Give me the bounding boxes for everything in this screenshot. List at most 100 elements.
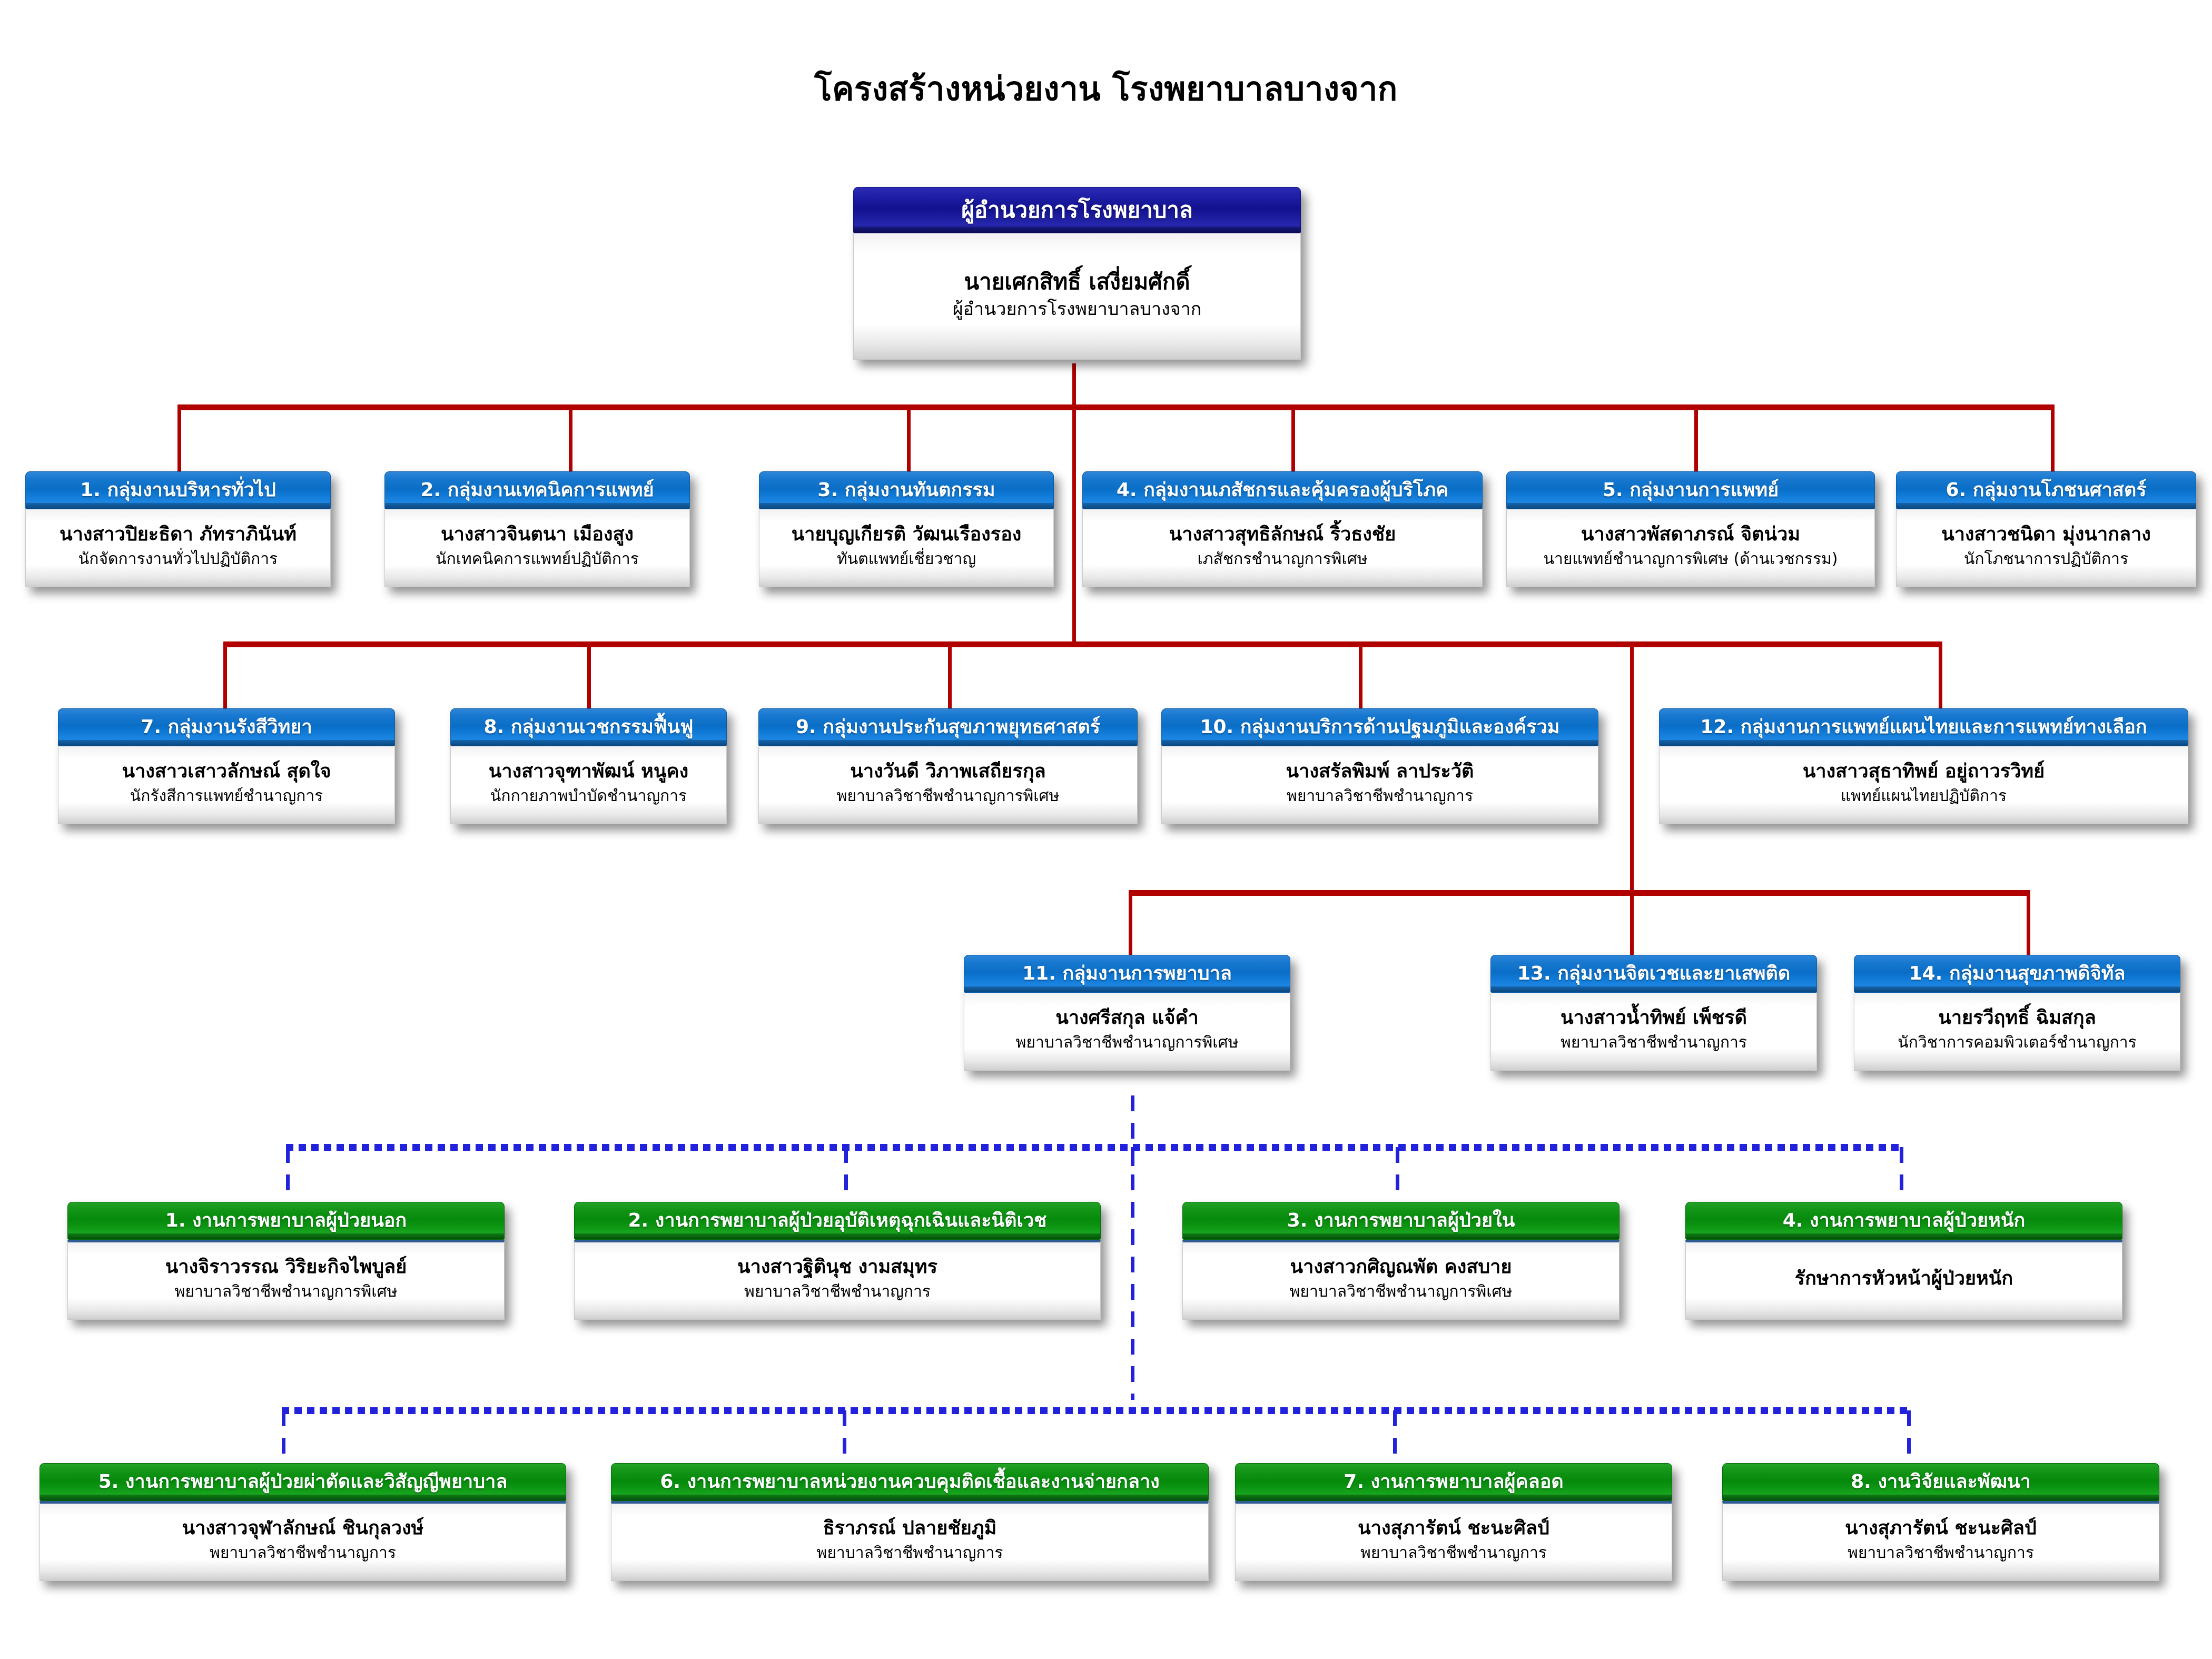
node-nursing-7[interactable]: 7. งานการพยาบาลผู้คลอด นางสุภารัตน์ ชะนะ… [1235,1463,1672,1581]
node-department-1-body: นางสาวปิยะธิดา ภัทราภินันท์ นักจัดการงาน… [25,509,331,587]
connector-drop-nursing-1 [286,1147,290,1221]
node-nursing-6-body: ธิราภรณ์ ปลายชัยภูมิ พยาบาลวิชาชีพชำนาญก… [611,1501,1209,1581]
node-department-12-header: 12. กลุ่มงานการแพทย์แผนไทยและการแพทย์ทาง… [1659,708,2188,746]
node-department-3-name: นายบุญเกียรติ วัฒนเรืองรอง [791,523,1022,545]
connector-drop-dept-3 [907,408,911,471]
node-department-8-position: นักกายภาพบำบัดชำนาญการ [490,786,687,805]
node-department-9-name: นางวันดี วิภาพเสถียรกุล [850,760,1046,782]
node-department-10-header: 10. กลุ่มงานบริการด้านปฐมภูมิและองค์รวม [1161,708,1598,746]
node-nursing-4-header: 4. งานการพยาบาลผู้ป่วยหนัก [1685,1202,2122,1240]
node-nursing-8-position: พยาบาลวิชาชีพชำนาญการ [1848,1544,2034,1563]
node-department-2[interactable]: 2. กลุ่มงานเทคนิคการแพทย์ นางสาวจินตนา เ… [384,471,690,587]
node-director[interactable]: ผู้อำนวยการโรงพยาบาล นายเศกสิทธิ์ เสงี่ย… [853,187,1301,360]
node-nursing-8-header: 8. งานวิจัยและพัฒนา [1722,1463,2159,1501]
node-department-3-header: 3. กลุ่มงานทันตกรรม [759,471,1054,509]
connector-drop-nursing-7 [1393,1410,1397,1482]
node-department-8-body: นางสาวจุฑาพัฒน์ หนูคง นักกายภาพบำบัดชำนา… [450,746,727,824]
node-department-3-body: นายบุญเกียรติ วัฒนเรืองรอง ทันตแพทย์เชี่… [759,509,1054,587]
node-department-2-name: นางสาวจินตนา เมืองสูง [440,523,634,545]
node-department-5[interactable]: 5. กลุ่มงานการแพทย์ นางสาวพัสดาภรณ์ จิตน… [1506,471,1875,587]
node-department-14-header: 14. กลุ่มงานสุขภาพดิจิทัล [1854,955,2180,993]
node-department-4-body: นางสาวสุทธิลักษณ์ ริ้วธงชัย เภสัชกรชำนาญ… [1082,509,1483,587]
connector-drop-dept-14 [2027,894,2030,955]
node-nursing-1-header: 1. งานการพยาบาลผู้ป่วยนอก [67,1202,505,1240]
connector-drop-dept-2 [569,408,572,471]
node-department-13-name: นางสาวน้ำทิพย์ เพ็ชรดี [1561,1006,1747,1029]
node-department-3[interactable]: 3. กลุ่มงานทันตกรรม นายบุญเกียรติ วัฒนเร… [759,471,1054,587]
connector-drop-dept-6 [2051,408,2055,471]
node-department-10-body: นางสรัลพิมพ์ ลาประวัติ พยาบาลวิชาชีพชำนา… [1161,746,1598,824]
node-department-5-body: นางสาวพัสดาภรณ์ จิตน่วม นายแพทย์ชำนาญการ… [1506,509,1875,587]
node-department-6[interactable]: 6. กลุ่มงานโภชนศาสตร์ นางสาวชนิดา มุ่งนา… [1896,471,2196,587]
node-department-14-position: นักวิชาการคอมพิวเตอร์ชำนาญการ [1898,1033,2137,1052]
node-department-9[interactable]: 9. กลุ่มงานประกันสุขภาพยุทธศาสตร์ นางวัน… [758,708,1138,824]
connector-bus-row1 [177,404,2055,410]
connector-drop-dept-5 [1694,408,1698,471]
node-department-7-name: นางสาวเสาวลักษณ์ สุดใจ [122,760,331,782]
node-department-4-position: เภสัชกรชำนาญการพิเศษ [1197,549,1368,568]
node-nursing-7-position: พยาบาลวิชาชีพชำนาญการ [1360,1544,1547,1563]
node-nursing-6[interactable]: 6. งานการพยาบาลหน่วยงานควบคุมติดเชื้อและ… [611,1463,1209,1581]
node-department-1-position: นักจัดการงานทั่วไปปฏิบัติการ [78,549,278,568]
node-department-7-header: 7. กลุ่มงานรังสีวิทยา [58,708,395,746]
connector-drop-nursing-5 [282,1410,285,1482]
node-department-12-name: นางสาวสุธาทิพย์ อยู่ถาวรวิทย์ [1802,760,2045,782]
node-department-10-position: พยาบาลวิชาชีพชำนาญการ [1287,786,1473,805]
node-department-2-header: 2. กลุ่มงานเทคนิคการแพทย์ [384,471,690,509]
node-department-6-body: นางสาวชนิดา มุ่งนากลาง นักโภชนาการปฏิบัต… [1896,509,2196,587]
node-department-9-position: พยาบาลวิชาชีพชำนาญการพิเศษ [836,786,1060,805]
connector-drop-dept-4 [1291,408,1295,471]
node-department-7-body: นางสาวเสาวลักษณ์ สุดใจ นักรังสีการแพทย์ช… [58,746,395,824]
node-department-13[interactable]: 13. กลุ่มงานจิตเวชและยาเสพติด นางสาวน้ำท… [1490,955,1817,1071]
node-department-11-position: พยาบาลวิชาชีพชำนาญการพิเศษ [1015,1033,1239,1052]
node-department-14-name: นายรวีฤทธิ์ ฉิมสกุล [1938,1006,2096,1029]
node-nursing-4-name: รักษาการหัวหน้าผู้ป่วยหนัก [1794,1267,2013,1289]
node-department-4-name: นางสาวสุทธิลักษณ์ ริ้วธงชัย [1169,523,1396,545]
node-department-1-header: 1. กลุ่มงานบริหารทั่วไป [25,471,331,509]
node-department-5-name: นางสาวพัสดาภรณ์ จิตน่วม [1581,523,1801,545]
node-nursing-2[interactable]: 2. งานการพยาบาลผู้ป่วยอุบัติเหตุฉุกเฉินแ… [574,1202,1101,1320]
connector-drop-dept-10 [1359,645,1362,708]
node-department-11-body: นางศรีสกุล แจ้คำ พยาบาลวิชาชีพชำนาญการพิ… [964,993,1290,1071]
node-department-10-name: นางสรัลพิมพ์ ลาประวัติ [1286,760,1474,782]
node-department-11[interactable]: 11. กลุ่มงานการพยาบาล นางศรีสกุล แจ้คำ พ… [964,955,1290,1071]
connector-bus-nursing-row1 [286,1144,1903,1151]
node-nursing-5[interactable]: 5. งานการพยาบาลผู้ป่วยผ่าตัดและวิสัญญีพย… [39,1463,566,1581]
connector-drop-dept-11 [1129,894,1132,955]
connector-drop-dept-9 [948,645,952,708]
node-nursing-4[interactable]: 4. งานการพยาบาลผู้ป่วยหนัก รักษาการหัวหน… [1685,1202,2122,1320]
node-department-2-body: นางสาวจินตนา เมืองสูง นักเทคนิคการแพทย์ป… [384,509,690,587]
connector-drop-dept-12 [1939,645,1942,708]
connector-trunk-row2-row3 [1630,645,1634,894]
node-nursing-1[interactable]: 1. งานการพยาบาลผู้ป่วยนอก นางจิราวรรณ วิ… [67,1202,505,1320]
node-nursing-2-body: นางสาวฐิตินุช งามสมุทร พยาบาลวิชาชีพชำนา… [574,1240,1101,1320]
node-nursing-3[interactable]: 3. งานการพยาบาลผู้ป่วยใน นางสาวกศิญณพัต … [1182,1202,1619,1320]
connector-drop-nursing-3 [1396,1147,1399,1221]
connector-director-down [1072,363,1076,408]
node-department-1[interactable]: 1. กลุ่มงานบริหารทั่วไป นางสาวปิยะธิดา ภ… [25,471,331,587]
page-title: โครงสร้างหน่วยงาน โรงพยาบาลบางจาก [814,70,1398,108]
node-department-5-position: นายแพทย์ชำนาญการพิเศษ (ด้านเวชกรรม) [1543,549,1838,568]
node-department-10[interactable]: 10. กลุ่มงานบริการด้านปฐมภูมิและองค์รวม … [1161,708,1598,824]
connector-bus-nursing-row2 [282,1407,1911,1414]
node-nursing-1-name: นางจิราวรรณ วิริยะกิจไพบูลย์ [165,1256,407,1278]
node-department-12[interactable]: 12. กลุ่มงานการแพทย์แผนไทยและการแพทย์ทาง… [1659,708,2188,824]
connector-trunk-row1-row2 [1072,408,1076,645]
node-director-header: ผู้อำนวยการโรงพยาบาล [853,187,1301,233]
node-department-8[interactable]: 8. กลุ่มงานเวชกรรมฟื้นฟู นางสาวจุฑาพัฒน์… [450,708,727,824]
node-department-6-header: 6. กลุ่มงานโภชนศาสตร์ [1896,471,2196,509]
connector-drop-dept-7 [223,645,227,708]
node-department-3-position: ทันตแพทย์เชี่ยวชาญ [836,549,976,568]
node-nursing-8[interactable]: 8. งานวิจัยและพัฒนา นางสุภารัตน์ ชะนะศิล… [1722,1463,2159,1581]
node-department-13-position: พยาบาลวิชาชีพชำนาญการ [1561,1033,1747,1052]
node-department-14[interactable]: 14. กลุ่มงานสุขภาพดิจิทัล นายรวีฤทธิ์ ฉิ… [1854,955,2180,1071]
node-department-7[interactable]: 7. กลุ่มงานรังสีวิทยา นางสาวเสาวลักษณ์ ส… [58,708,395,824]
node-nursing-5-position: พยาบาลวิชาชีพชำนาญการ [210,1544,396,1563]
node-department-12-body: นางสาวสุธาทิพย์ อยู่ถาวรวิทย์ แพทย์แผนไท… [1659,746,2188,824]
connector-bus-row3 [1129,890,2030,896]
node-department-1-name: นางสาวปิยะธิดา ภัทราภินันท์ [60,523,297,545]
node-department-4[interactable]: 4. กลุ่มงานเภสัชกรและคุ้มครองผู้บริโภค น… [1082,471,1483,587]
node-nursing-1-position: พยาบาลวิชาชีพชำนาญการพิเศษ [174,1282,398,1301]
connector-drop-dept-1 [177,408,181,471]
connector-trunk-nursing-2 [1131,1147,1134,1400]
